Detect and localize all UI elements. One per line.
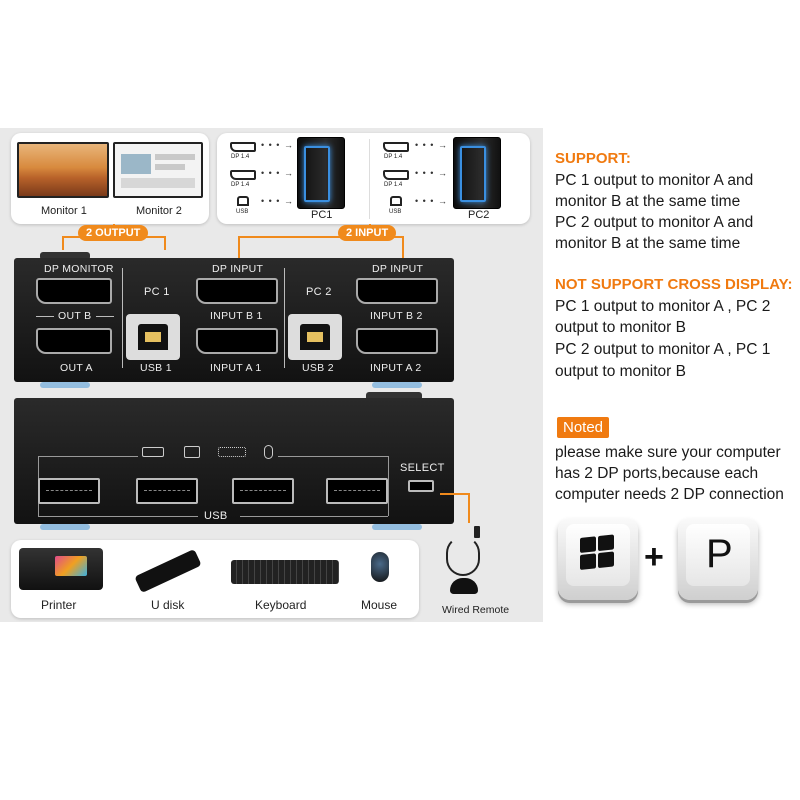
- usb-b-port-icon: [237, 196, 249, 206]
- input-b1-label: INPUT B 1: [210, 310, 263, 322]
- left-panel: Monitor 1 Monitor 2 DP 1.4 DP 1.4 USB • …: [0, 128, 543, 622]
- monitor-1-label: Monitor 1: [41, 205, 87, 217]
- udisk-image: [134, 548, 202, 594]
- pc1-label: PC1: [311, 209, 333, 221]
- arrow: • • • →: [415, 140, 448, 150]
- no-support-line: PC 1 output to monitor A , PC 2: [555, 298, 771, 315]
- pc1-label: PC 1: [144, 286, 170, 298]
- dp-label: DP 1.4: [231, 154, 250, 160]
- monitor-2-image: [113, 142, 203, 198]
- dp-label: DP 1.4: [384, 154, 403, 160]
- kvm-knob: [366, 392, 422, 402]
- dp-label: DP 1.4: [231, 182, 250, 188]
- dp-input-2-label: DP INPUT: [372, 263, 424, 275]
- usb-drive-icon: [142, 447, 164, 457]
- printer-icon: [184, 446, 200, 458]
- usb2-label: USB 2: [302, 362, 334, 374]
- p-key: P: [678, 518, 758, 600]
- input-pill: 2 INPUT: [338, 225, 397, 241]
- pc2-label: PC 2: [306, 286, 332, 298]
- no-support-title: NOT SUPPORT CROSS DISPLAY:: [555, 276, 793, 293]
- monitor-2-label: Monitor 2: [136, 205, 182, 217]
- dp-port-input-a2[interactable]: [356, 328, 438, 354]
- arrow: • • • →: [261, 140, 294, 150]
- support-line: PC 1 output to monitor A and: [555, 172, 754, 189]
- dp-port-out-a[interactable]: [36, 328, 112, 354]
- out-b-label: OUT B: [58, 310, 92, 322]
- no-support-line: PC 2 output to monitor A , PC 1: [555, 341, 771, 358]
- printer-image: [19, 548, 103, 590]
- usb-label: USB: [236, 209, 249, 215]
- windows-logo-icon: [580, 534, 614, 570]
- usb-a-port[interactable]: [38, 478, 100, 504]
- windows-key: [558, 518, 638, 600]
- select-label: SELECT: [400, 462, 445, 474]
- usb-a-port[interactable]: [136, 478, 198, 504]
- input-b2-label: INPUT B 2: [370, 310, 423, 322]
- noted-badge: Noted: [557, 417, 610, 438]
- dp-port-icon: [230, 142, 256, 152]
- plus-sign: +: [644, 538, 664, 576]
- pc2-label: PC2: [468, 209, 490, 221]
- udisk-label: U disk: [151, 598, 185, 612]
- dp-port-input-b1[interactable]: [196, 278, 278, 304]
- no-support-line: output to monitor B: [555, 319, 686, 336]
- select-port[interactable]: [408, 480, 434, 492]
- kvm-rear-panel: USB SELECT: [14, 398, 454, 524]
- p-key-label: P: [706, 532, 733, 576]
- noted-line: please make sure your computer: [555, 444, 781, 461]
- kvm-knob: [40, 252, 90, 260]
- dp-input-1-label: DP INPUT: [212, 263, 264, 275]
- dp-monitor-label: DP MONITOR: [44, 263, 114, 275]
- usb-b-port-2[interactable]: [288, 314, 342, 360]
- support-title: SUPPORT:: [555, 150, 631, 167]
- arrow: • • • →: [415, 196, 448, 206]
- mouse-label: Mouse: [361, 598, 398, 612]
- pc-tower-image: [453, 137, 501, 209]
- wired-remote-label: Wired Remote: [442, 604, 510, 616]
- mouse-icon: [264, 445, 273, 459]
- dp-port-out-b[interactable]: [36, 278, 112, 304]
- usb1-label: USB 1: [140, 362, 172, 374]
- monitor-1-image: [17, 142, 109, 198]
- dp-port-icon: [383, 142, 409, 152]
- dp-label: DP 1.4: [384, 182, 403, 188]
- pc-tower-image: [297, 137, 345, 209]
- output-pill: 2 OUTPUT: [78, 225, 149, 241]
- kvm-front-panel: DP MONITOR OUT B OUT A PC 1 USB 1 DP INP…: [14, 258, 454, 382]
- dp-port-input-b2[interactable]: [356, 278, 438, 304]
- dp-port-icon: [230, 170, 256, 180]
- no-support-line: output to monitor B: [555, 363, 686, 380]
- peripherals-card: Printer U disk Keyboard Mouse: [11, 540, 419, 618]
- usb-label: USB: [389, 209, 402, 215]
- pcs-card: DP 1.4 DP 1.4 USB • • • → • • • → • • • …: [217, 133, 530, 224]
- arrow: • • • →: [415, 168, 448, 178]
- keyboard-label: Keyboard: [255, 598, 307, 612]
- keyboard-icon: [218, 447, 246, 457]
- mouse-image: [371, 552, 389, 582]
- input-a2-label: INPUT A 2: [370, 362, 422, 374]
- keyboard-image: [231, 560, 339, 584]
- arrow: • • • →: [261, 168, 294, 178]
- dp-port-input-a1[interactable]: [196, 328, 278, 354]
- noted-line: has 2 DP ports,because each: [555, 465, 759, 482]
- noted-line: computer needs 2 DP connection: [555, 486, 784, 503]
- usb-a-port[interactable]: [232, 478, 294, 504]
- monitors-card: Monitor 1 Monitor 2: [11, 133, 209, 224]
- support-line: PC 2 output to monitor A and: [555, 214, 754, 231]
- arrow: • • • →: [261, 196, 294, 206]
- input-a1-label: INPUT A 1: [210, 362, 262, 374]
- wired-remote-image[interactable]: [438, 526, 490, 598]
- usb-b-port-1[interactable]: [126, 314, 180, 360]
- out-a-label: OUT A: [60, 362, 93, 374]
- dp-port-icon: [383, 170, 409, 180]
- usb-b-port-icon: [390, 196, 402, 206]
- usb-label: USB: [204, 510, 228, 522]
- printer-label: Printer: [41, 598, 77, 612]
- support-line: monitor B at the same time: [555, 193, 741, 210]
- usb-a-port[interactable]: [326, 478, 388, 504]
- support-line: monitor B at the same time: [555, 235, 741, 252]
